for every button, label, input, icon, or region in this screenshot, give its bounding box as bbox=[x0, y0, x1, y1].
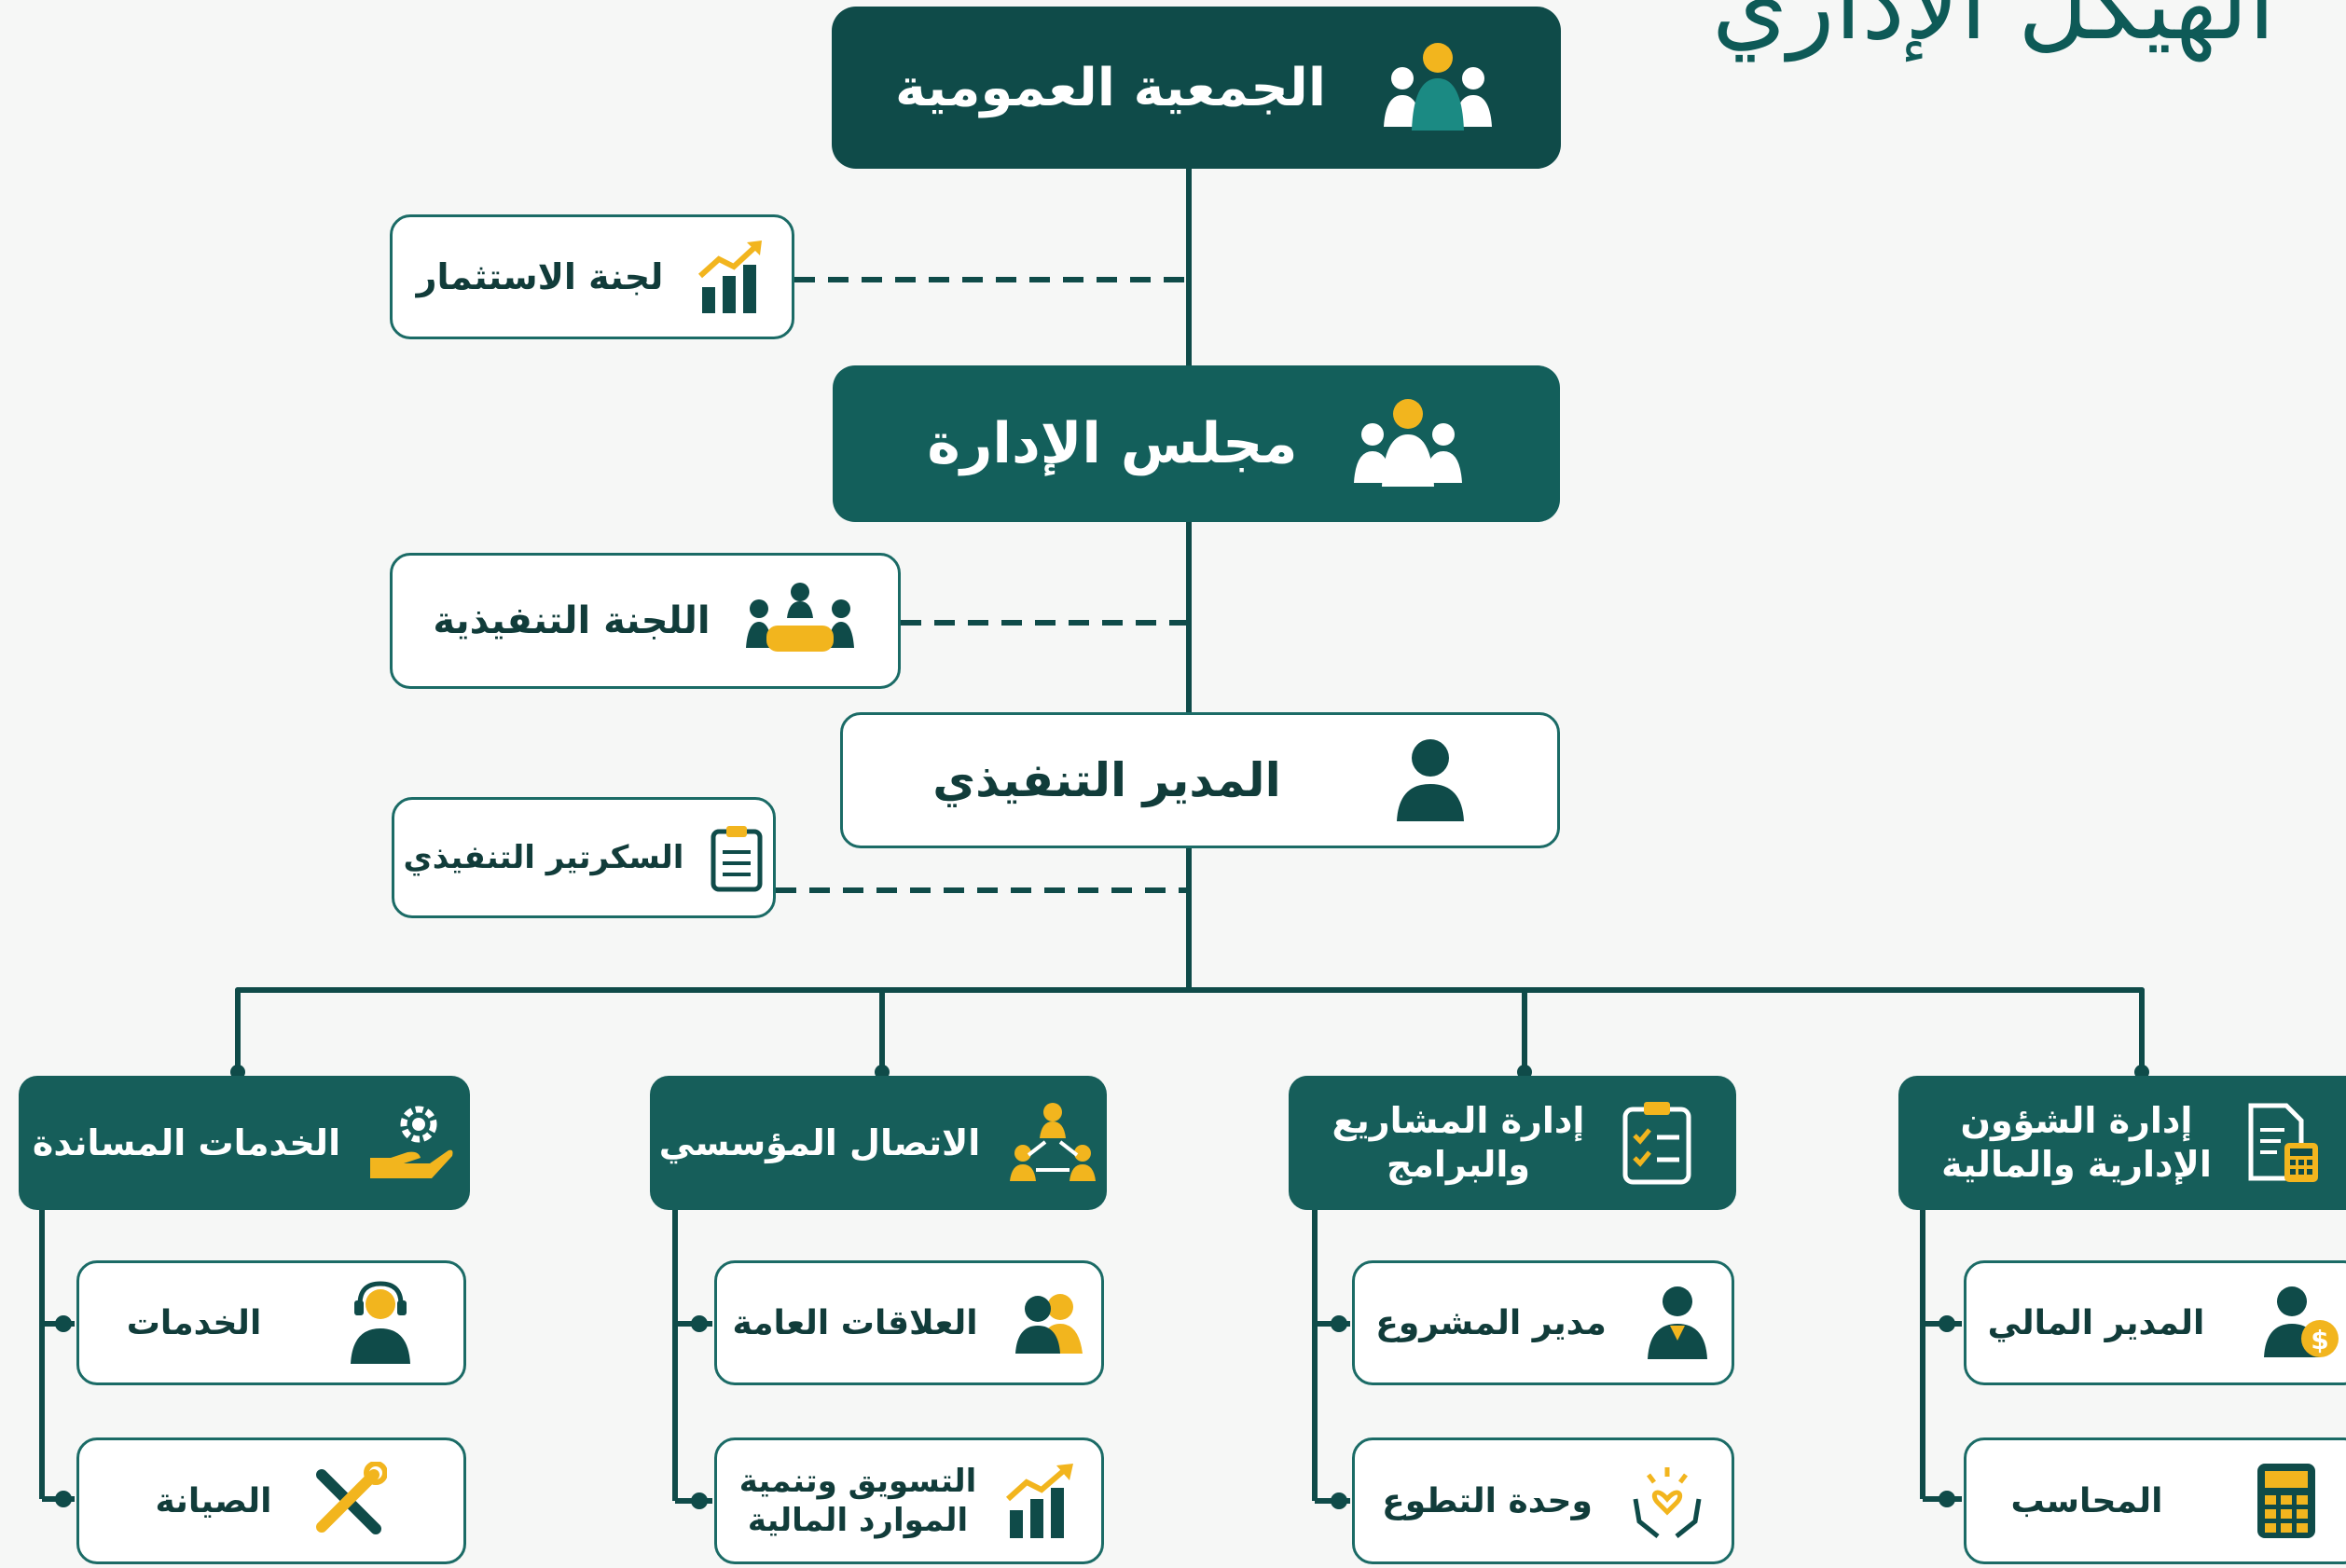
document-calculator-icon bbox=[2243, 1102, 2322, 1184]
marketing-label: التسويق وتنمية الموارد المالية bbox=[738, 1462, 977, 1540]
checklist-icon bbox=[1622, 1100, 1692, 1186]
volunteer-unit-box[interactable]: وحدة التطوع bbox=[1352, 1437, 1734, 1564]
dept-communication-header[interactable]: الاتصال المؤسسي bbox=[650, 1076, 1107, 1210]
group-icon bbox=[1350, 397, 1466, 490]
dept-admin-finance-header[interactable]: إدارة الشؤون الإدارية والمالية bbox=[1898, 1076, 2346, 1210]
accountant-label: المحاسب bbox=[2010, 1481, 2163, 1520]
group-icon bbox=[1378, 41, 1497, 134]
headset-person-icon bbox=[345, 1280, 416, 1366]
project-manager-box[interactable]: مدير المشروع bbox=[1352, 1260, 1734, 1385]
dept-admin-finance-title: إدارة الشؤون الإدارية والمالية bbox=[1941, 1099, 2212, 1186]
executive-director-label: المدير التنفيذي bbox=[932, 753, 1281, 807]
project-manager-label: مدير المشروع bbox=[1375, 1303, 1607, 1342]
gear-hand-icon bbox=[366, 1098, 456, 1188]
person-icon bbox=[1393, 737, 1468, 823]
calculator-icon bbox=[2256, 1462, 2317, 1540]
financial-manager-box[interactable]: $ المدير المالي bbox=[1964, 1260, 2346, 1385]
financial-manager-label: المدير المالي bbox=[1987, 1303, 2205, 1342]
executive-committee-label: اللجنة التنفيذية bbox=[433, 599, 711, 642]
volunteer-unit-label: وحدة التطوع bbox=[1382, 1481, 1593, 1520]
dept-projects-title: إدارة المشاريع والبرامج bbox=[1332, 1099, 1585, 1186]
services-label: الخدمات bbox=[126, 1303, 262, 1342]
tools-icon bbox=[309, 1462, 388, 1540]
public-relations-box[interactable]: العلاقات العامة bbox=[714, 1260, 1104, 1385]
public-relations-label: العلاقات العامة bbox=[732, 1303, 978, 1342]
person-dollar-icon: $ bbox=[2260, 1285, 2340, 1361]
accountant-box[interactable]: المحاسب bbox=[1964, 1437, 2346, 1564]
services-box[interactable]: الخدمات bbox=[76, 1260, 466, 1385]
two-people-icon bbox=[1012, 1290, 1086, 1355]
investment-committee-label: لجنة الاستثمار bbox=[416, 256, 664, 297]
dept-projects-header[interactable]: إدارة المشاريع والبرامج bbox=[1289, 1076, 1736, 1210]
board-label: مجلس الإدارة bbox=[927, 411, 1298, 476]
page-title: الهيكل الإداري bbox=[1712, 0, 2276, 62]
hands-heart-icon bbox=[1630, 1462, 1704, 1540]
network-people-icon bbox=[1008, 1101, 1097, 1185]
executive-secretary-label: السكرتير التنفيذي bbox=[403, 839, 684, 876]
executive-director-box[interactable]: المدير التنفيذي bbox=[840, 712, 1560, 848]
growth-chart-icon bbox=[1004, 1462, 1079, 1540]
marketing-box[interactable]: التسويق وتنمية الموارد المالية bbox=[714, 1437, 1104, 1564]
dept-support-header[interactable]: الخدمات المساندة bbox=[19, 1076, 470, 1210]
clipboard-icon bbox=[710, 822, 764, 893]
executive-committee-box[interactable]: اللجنة التنفيذية bbox=[390, 553, 901, 689]
maintenance-box[interactable]: الصيانة bbox=[76, 1437, 466, 1564]
dept-support-title: الخدمات المساندة bbox=[32, 1122, 341, 1163]
dept-communication-title: الاتصال المؤسسي bbox=[658, 1122, 981, 1163]
maintenance-label: الصيانة bbox=[155, 1481, 272, 1520]
person-icon bbox=[1644, 1285, 1711, 1361]
meeting-table-icon bbox=[742, 581, 858, 661]
executive-secretary-box[interactable]: السكرتير التنفيذي bbox=[392, 797, 776, 918]
board-box[interactable]: مجلس الإدارة bbox=[833, 365, 1560, 522]
general-assembly-label: الجمعية العمومية bbox=[894, 57, 1327, 118]
general-assembly-box[interactable]: الجمعية العمومية bbox=[832, 7, 1561, 169]
investment-committee-box[interactable]: لجنة الاستثمار bbox=[390, 214, 794, 339]
svg-text:$: $ bbox=[2312, 1325, 2329, 1355]
growth-chart-icon bbox=[697, 239, 767, 315]
